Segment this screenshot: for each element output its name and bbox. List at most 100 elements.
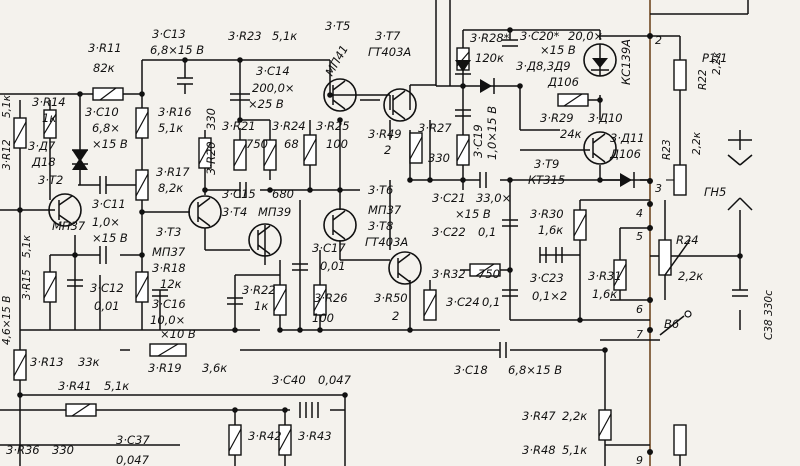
label-r26-value: 100 xyxy=(312,311,334,325)
label-r24-value: 68 xyxy=(284,137,299,151)
label-c37-value: 0,047 xyxy=(116,453,150,466)
label-r31-value: 1,6к xyxy=(592,287,617,301)
label-r47: 3·R47 xyxy=(522,409,556,423)
resistors xyxy=(13,47,687,456)
jack-gn5 xyxy=(727,130,753,211)
label-c21-voltage: ×15 В xyxy=(455,207,491,221)
label-left-cap: 4,6×15 В xyxy=(1,296,13,345)
label-r47-value: 2,2к xyxy=(562,409,587,423)
resistor-r27 xyxy=(456,134,470,166)
label-c16-voltage: ×10 В xyxy=(160,327,196,341)
label-r42: 3·R42 xyxy=(248,429,282,443)
label-c15: 3·C15 xyxy=(222,187,256,201)
resistor-r47 xyxy=(598,409,612,441)
label-r31: 3·R31 xyxy=(588,269,622,283)
diode-d9 xyxy=(480,78,495,94)
label-r41: 3·R41 xyxy=(58,379,92,393)
capacitor-c18 xyxy=(499,342,507,358)
label-r18: 3·R18 xyxy=(152,261,186,275)
resistor-r26 xyxy=(313,284,327,316)
capacitor-c24 xyxy=(502,289,518,297)
label-t9-type: КТ315 xyxy=(528,173,565,187)
transistor-t5 xyxy=(323,78,357,112)
label-c24: 3·C24 xyxy=(446,295,480,309)
capacitor-c22b xyxy=(227,297,243,305)
label-c12: 3·C12 xyxy=(90,281,124,295)
label-c13: 3·C13 xyxy=(152,27,186,41)
resistor-r18 xyxy=(135,271,149,303)
label-c20-voltage: ×15 В xyxy=(540,43,576,57)
label-c20: 3·C20* xyxy=(520,29,560,43)
label-r19-value: 3,6к xyxy=(202,361,227,375)
label-c18-value: 6,8×15 В xyxy=(508,363,562,377)
capacitor-c17 xyxy=(292,263,308,271)
resistor-r41 xyxy=(65,403,97,417)
resistor-r29 xyxy=(557,93,589,107)
label-c17: 3·C17 xyxy=(312,241,346,255)
capacitor-c23 xyxy=(539,247,563,263)
capacitor-c38 xyxy=(732,289,748,297)
label-d7: 3·Д7 xyxy=(28,139,56,153)
transistors xyxy=(48,78,617,285)
resistor-r23-ext xyxy=(666,164,687,196)
label-r17-value: 8,2к xyxy=(158,181,183,195)
label-r18-value: 12к xyxy=(160,277,182,291)
label-r22-value: 2,2к xyxy=(711,51,723,75)
transistor-t3 xyxy=(188,195,222,229)
transistor-t8 xyxy=(388,251,422,285)
resistor-r12 xyxy=(13,117,27,149)
label-r19: 3·R19 xyxy=(148,361,182,375)
label-r28-value: 120к xyxy=(475,51,504,65)
label-r20-value: 330 xyxy=(204,108,218,130)
label-t7: 3·T7 xyxy=(375,29,401,43)
resistor-r16 xyxy=(135,107,149,139)
pin-9: 9 xyxy=(636,454,643,466)
resistor-r32 xyxy=(469,263,501,277)
label-c14-voltage: ×25 В xyxy=(248,97,284,111)
label-r27-value: 330 xyxy=(428,151,450,165)
capacitor-c20 xyxy=(502,39,518,47)
label-c18: 3·C18 xyxy=(454,363,488,377)
resistor-r14 xyxy=(43,109,57,139)
label-c21-value: 33,0× xyxy=(476,191,511,205)
capacitor-c40 xyxy=(299,402,319,418)
label-r15: 3·R15 xyxy=(21,269,33,300)
resistor-r48-ext xyxy=(673,424,687,456)
label-c40-value: 0,047 xyxy=(318,373,352,387)
label-r13-value: 33к xyxy=(78,355,100,369)
label-c22: 3·C22 xyxy=(432,225,466,239)
label-r43: 3·R43 xyxy=(298,429,332,443)
resistor-r25 xyxy=(303,134,317,166)
label-t8: 3·T8 xyxy=(368,219,393,233)
label-t4: 3·T4 xyxy=(222,205,247,219)
label-r36: 3·R36 xyxy=(6,443,40,457)
label-r49-value: 2 xyxy=(384,143,391,157)
resistor-r21 xyxy=(233,139,247,171)
label-c19: 3·C19 xyxy=(471,124,485,158)
capacitor-c12 xyxy=(67,279,83,287)
label-c19-value: 1,0×15 В xyxy=(485,106,499,160)
capacitor-c19 xyxy=(455,109,471,117)
label-t6-type: МП37 xyxy=(368,203,402,217)
label-r23-ext: R23 xyxy=(661,139,673,160)
resistor-r31 xyxy=(613,259,627,291)
pin-7: 7 xyxy=(636,328,643,341)
label-r24-ext-value: 2,2к xyxy=(678,269,703,283)
resistor-r42 xyxy=(228,424,242,456)
capacitors xyxy=(67,39,748,418)
label-c10-value: 6,8× xyxy=(92,121,120,135)
resistor-r22-ext xyxy=(673,59,687,91)
label-r15-value: 5,1к xyxy=(21,234,33,258)
pin-2: 2 xyxy=(655,34,662,47)
label-c14-value: 200,0× xyxy=(252,81,295,95)
diode-d11 xyxy=(620,172,635,188)
resistor-r50 xyxy=(423,289,437,321)
label-r23: 3·R23 xyxy=(228,29,262,43)
resistor-r22b xyxy=(273,284,287,316)
label-r21: 3·R21 xyxy=(222,119,256,133)
resistor-r30 xyxy=(573,209,587,241)
resistor-r17 xyxy=(135,169,149,201)
capacitor-c21 xyxy=(479,172,487,188)
zener-kc139 xyxy=(583,43,617,77)
label-r14: 3·R14 xyxy=(32,95,66,109)
